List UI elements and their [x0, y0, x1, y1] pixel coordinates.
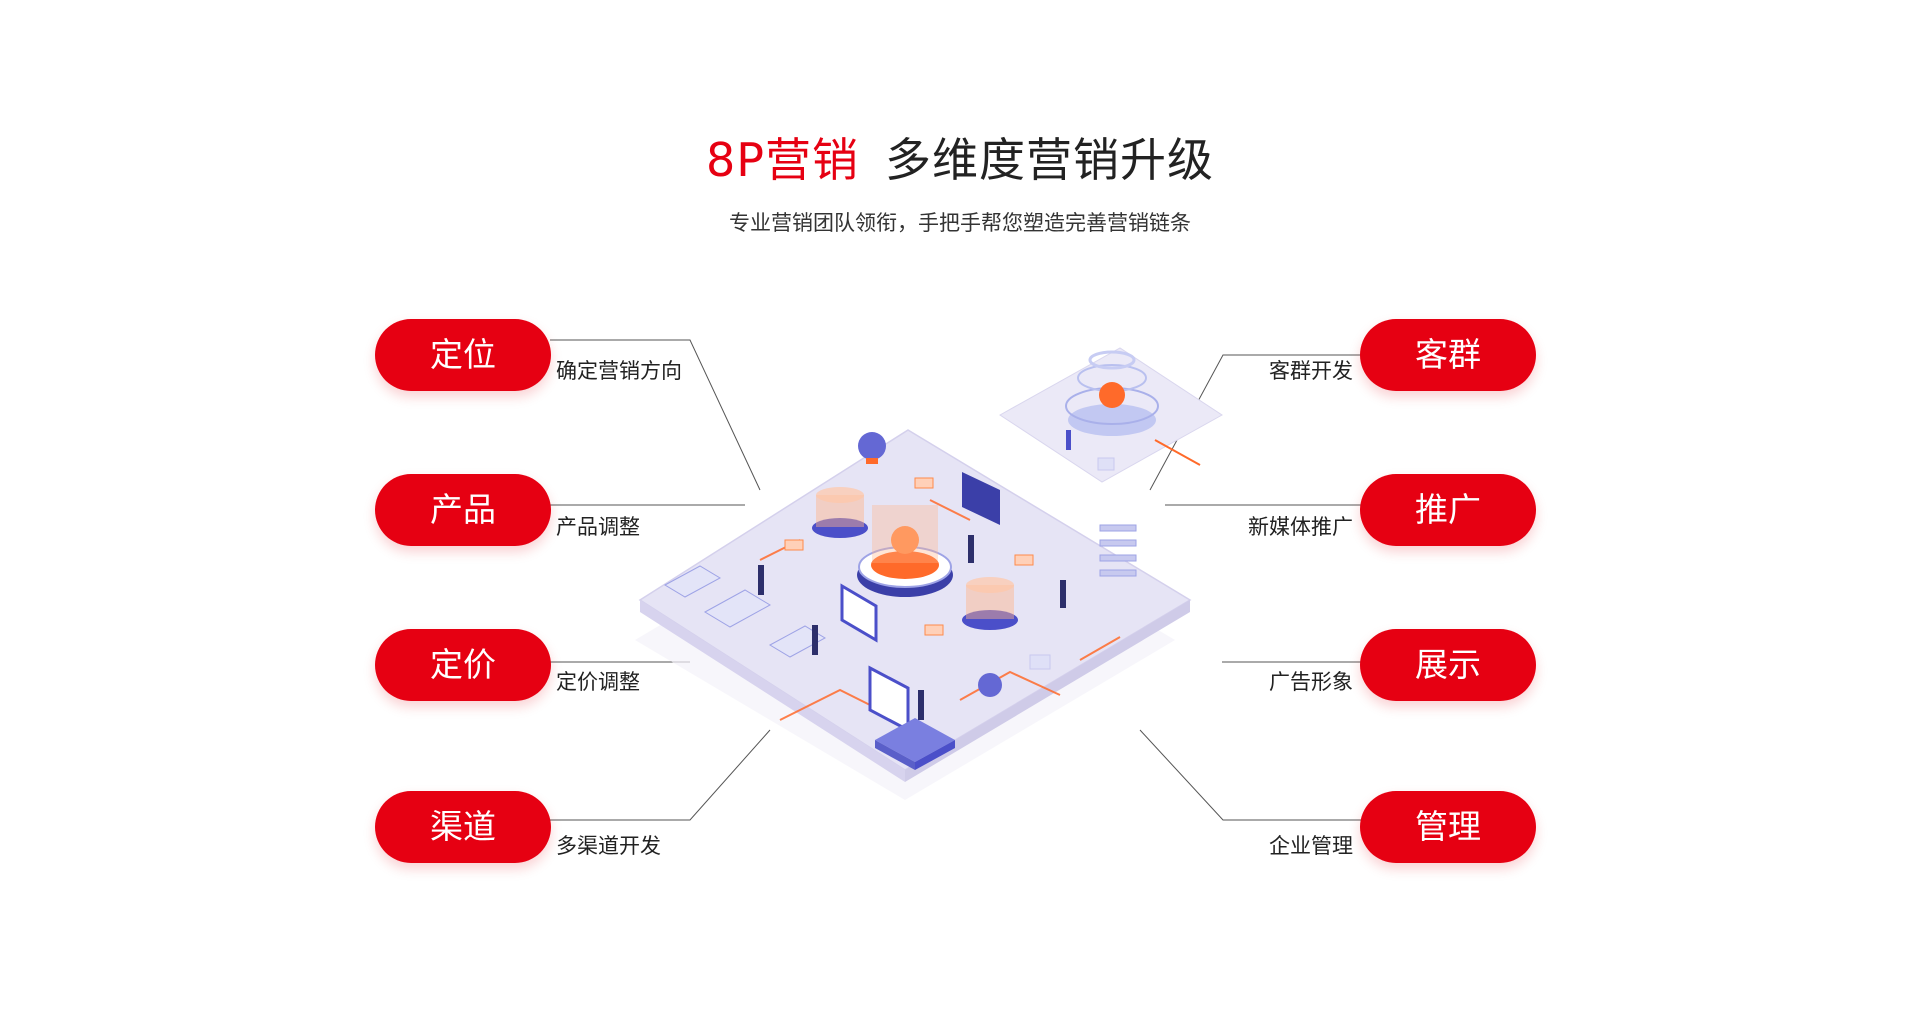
pill-pricing[interactable]: 定价: [375, 629, 551, 701]
desc-channel: 多渠道开发: [556, 834, 661, 858]
connector-line: [1149, 354, 1363, 491]
desc-display: 广告形象: [1269, 670, 1353, 694]
pill-channel[interactable]: 渠道: [375, 791, 551, 863]
pill-product[interactable]: 产品: [375, 474, 551, 546]
connector-line: [1139, 729, 1363, 821]
pill-display[interactable]: 展示: [1360, 629, 1536, 701]
pill-customer-group[interactable]: 客群: [1360, 319, 1536, 391]
desc-pricing: 定价调整: [556, 670, 640, 694]
page-subtitle: 专业营销团队领衔，手把手帮您塑造完善营销链条: [729, 211, 1191, 235]
title-main: 多维度营销升级: [885, 133, 1214, 187]
desc-customer-group: 客群开发: [1269, 359, 1353, 383]
desc-product: 产品调整: [556, 515, 640, 539]
upper-platform: [999, 347, 1223, 483]
main-platform: [638, 429, 1192, 782]
connector-line: [550, 339, 761, 491]
pill-promotion[interactable]: 推广: [1360, 474, 1536, 546]
title-accent: 8P营销: [705, 133, 859, 187]
connector-lines: [550, 339, 1363, 821]
page-title: 8P营销多维度营销升级: [0, 130, 1920, 190]
desc-management: 企业管理: [1269, 834, 1353, 858]
desc-positioning: 确定营销方向: [556, 359, 682, 383]
pill-management[interactable]: 管理: [1360, 791, 1536, 863]
desc-promotion: 新媒体推广: [1248, 515, 1353, 539]
connector-line: [550, 729, 771, 821]
pill-positioning[interactable]: 定位: [375, 319, 551, 391]
